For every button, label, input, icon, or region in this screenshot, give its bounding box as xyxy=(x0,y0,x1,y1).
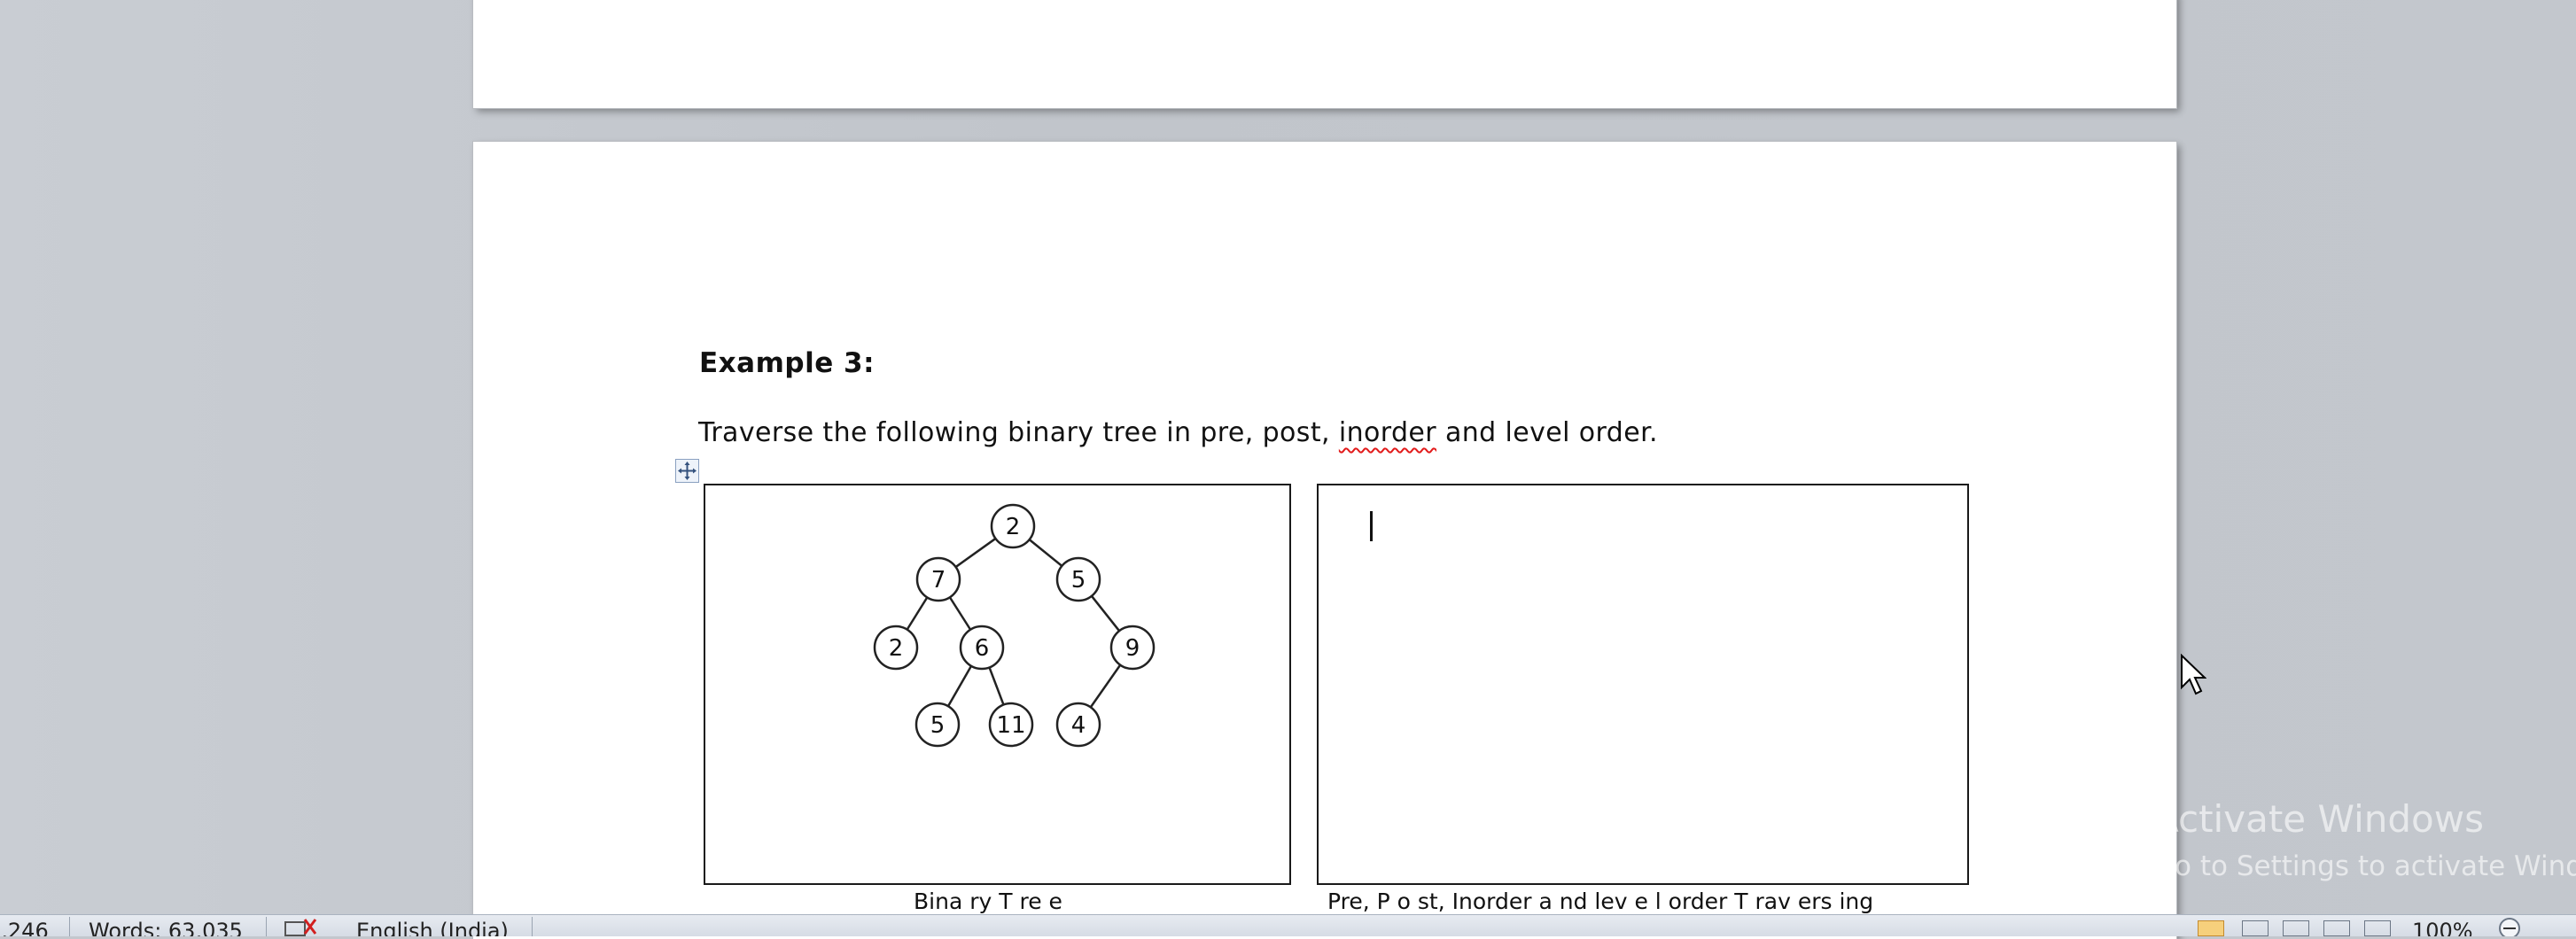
paragraph-text-start: Traverse the following binary tree in pr… xyxy=(698,417,1339,448)
tree-edge xyxy=(1090,595,1121,632)
tree-node xyxy=(915,556,961,602)
caption-misspelled-part[interactable]: ry xyxy=(962,889,992,914)
tree-edge xyxy=(988,666,1005,706)
caption-part-1: Bina xyxy=(914,889,963,914)
status-separator xyxy=(266,917,267,936)
tree-node-label: 2 xyxy=(1006,514,1021,540)
tree-node xyxy=(873,625,919,671)
status-separator xyxy=(69,917,70,936)
proofing-error-icon[interactable] xyxy=(284,917,323,936)
status-separator xyxy=(532,917,533,936)
web-layout-view-button[interactable] xyxy=(2283,920,2309,936)
binary-tree-diagram: 2 7 5 2 6 9 5 11 4 xyxy=(873,503,1156,748)
tree-node-label: 4 xyxy=(1071,712,1086,739)
language-indicator[interactable]: English (India) xyxy=(356,919,509,936)
text-cursor xyxy=(1370,511,1373,541)
traversal-caption: Pre, P o st, Inorder a nd lev e l order … xyxy=(1327,889,1874,914)
misspelled-word[interactable]: inorder xyxy=(1338,417,1437,448)
table-move-handle-icon[interactable] xyxy=(675,459,699,483)
paragraph-text-end: and level order. xyxy=(1436,417,1658,448)
activate-windows-title: Activate Windows xyxy=(2153,797,2484,841)
tree-edge xyxy=(906,596,929,631)
tree-node xyxy=(1109,625,1156,671)
word-count[interactable]: Words: 63,035 xyxy=(89,919,243,936)
tree-node-label: 6 xyxy=(975,635,990,662)
tree-node-label: 5 xyxy=(1071,567,1086,594)
tree-edge xyxy=(948,596,972,631)
tree-node xyxy=(988,702,1034,748)
tree-node xyxy=(959,625,1005,671)
tree-node-label: 7 xyxy=(931,567,946,594)
outline-view-button[interactable] xyxy=(2323,920,2350,936)
tree-node xyxy=(1055,556,1101,602)
example-heading: Example 3: xyxy=(699,347,875,379)
print-layout-view-button[interactable] xyxy=(2198,920,2224,936)
full-screen-reading-view-button[interactable] xyxy=(2242,920,2269,936)
zoom-level[interactable]: 100% xyxy=(2412,919,2473,936)
status-bar: 5,246 Words: 63,035 English (India) 100% xyxy=(0,914,2576,936)
draft-view-button[interactable] xyxy=(2364,920,2391,936)
traversal-answer-cell[interactable] xyxy=(1317,484,1969,885)
binary-tree-cell[interactable]: 2 7 5 2 6 9 5 11 4 xyxy=(704,484,1291,885)
tree-edge xyxy=(1028,539,1063,567)
activate-windows-subtitle: Go to Settings to activate Windows. xyxy=(2153,850,2576,882)
mouse-pointer-icon xyxy=(2181,654,2206,695)
tree-node xyxy=(1055,702,1101,748)
zoom-out-icon[interactable] xyxy=(2492,917,2527,936)
tree-node-label: 5 xyxy=(930,712,946,739)
tree-node-label: 9 xyxy=(1125,635,1140,662)
tree-edge xyxy=(946,665,973,707)
tree-edge xyxy=(954,537,997,569)
tree-node-label: 2 xyxy=(889,635,904,662)
previous-page[interactable] xyxy=(473,0,2176,108)
page-count-fragment[interactable]: 5,246 xyxy=(0,919,49,936)
caption-part-3: T re e xyxy=(992,889,1062,914)
instruction-paragraph: Traverse the following binary tree in pr… xyxy=(698,417,1658,448)
tree-node xyxy=(990,503,1036,549)
tree-node xyxy=(914,702,961,748)
tree-edge xyxy=(1089,664,1122,709)
binary-tree-caption: Bina ry T re e xyxy=(914,889,1062,914)
current-page[interactable]: Example 3: Traverse the following binary… xyxy=(473,142,2176,939)
tree-node-label: 11 xyxy=(996,712,1025,739)
